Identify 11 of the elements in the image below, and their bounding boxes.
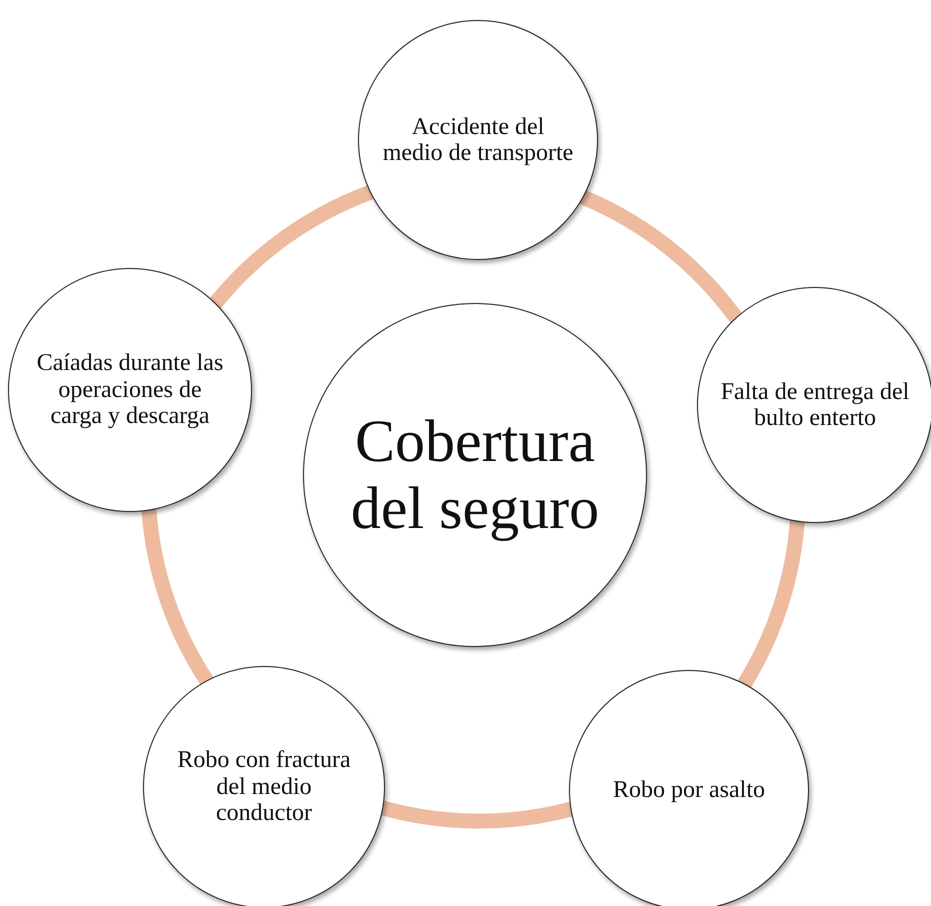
node-label: Robo con fractura del medio conductor: [176, 747, 352, 827]
ring-connector: [737, 520, 805, 688]
ring-connector: [579, 190, 742, 324]
node-label: Falta de entrega del bulto enterto: [720, 378, 910, 432]
node-label: Caíadas durante las operaciones de carga y descarga: [36, 350, 224, 430]
ring-connector: [141, 508, 214, 686]
node-label: Robo por asalto: [613, 776, 765, 804]
ring-connector: [380, 800, 574, 828]
node-label: Accidente del medio de transporte: [382, 114, 574, 166]
node-label: Cobertura del seguro: [350, 408, 600, 542]
ring-connector: [209, 185, 374, 309]
